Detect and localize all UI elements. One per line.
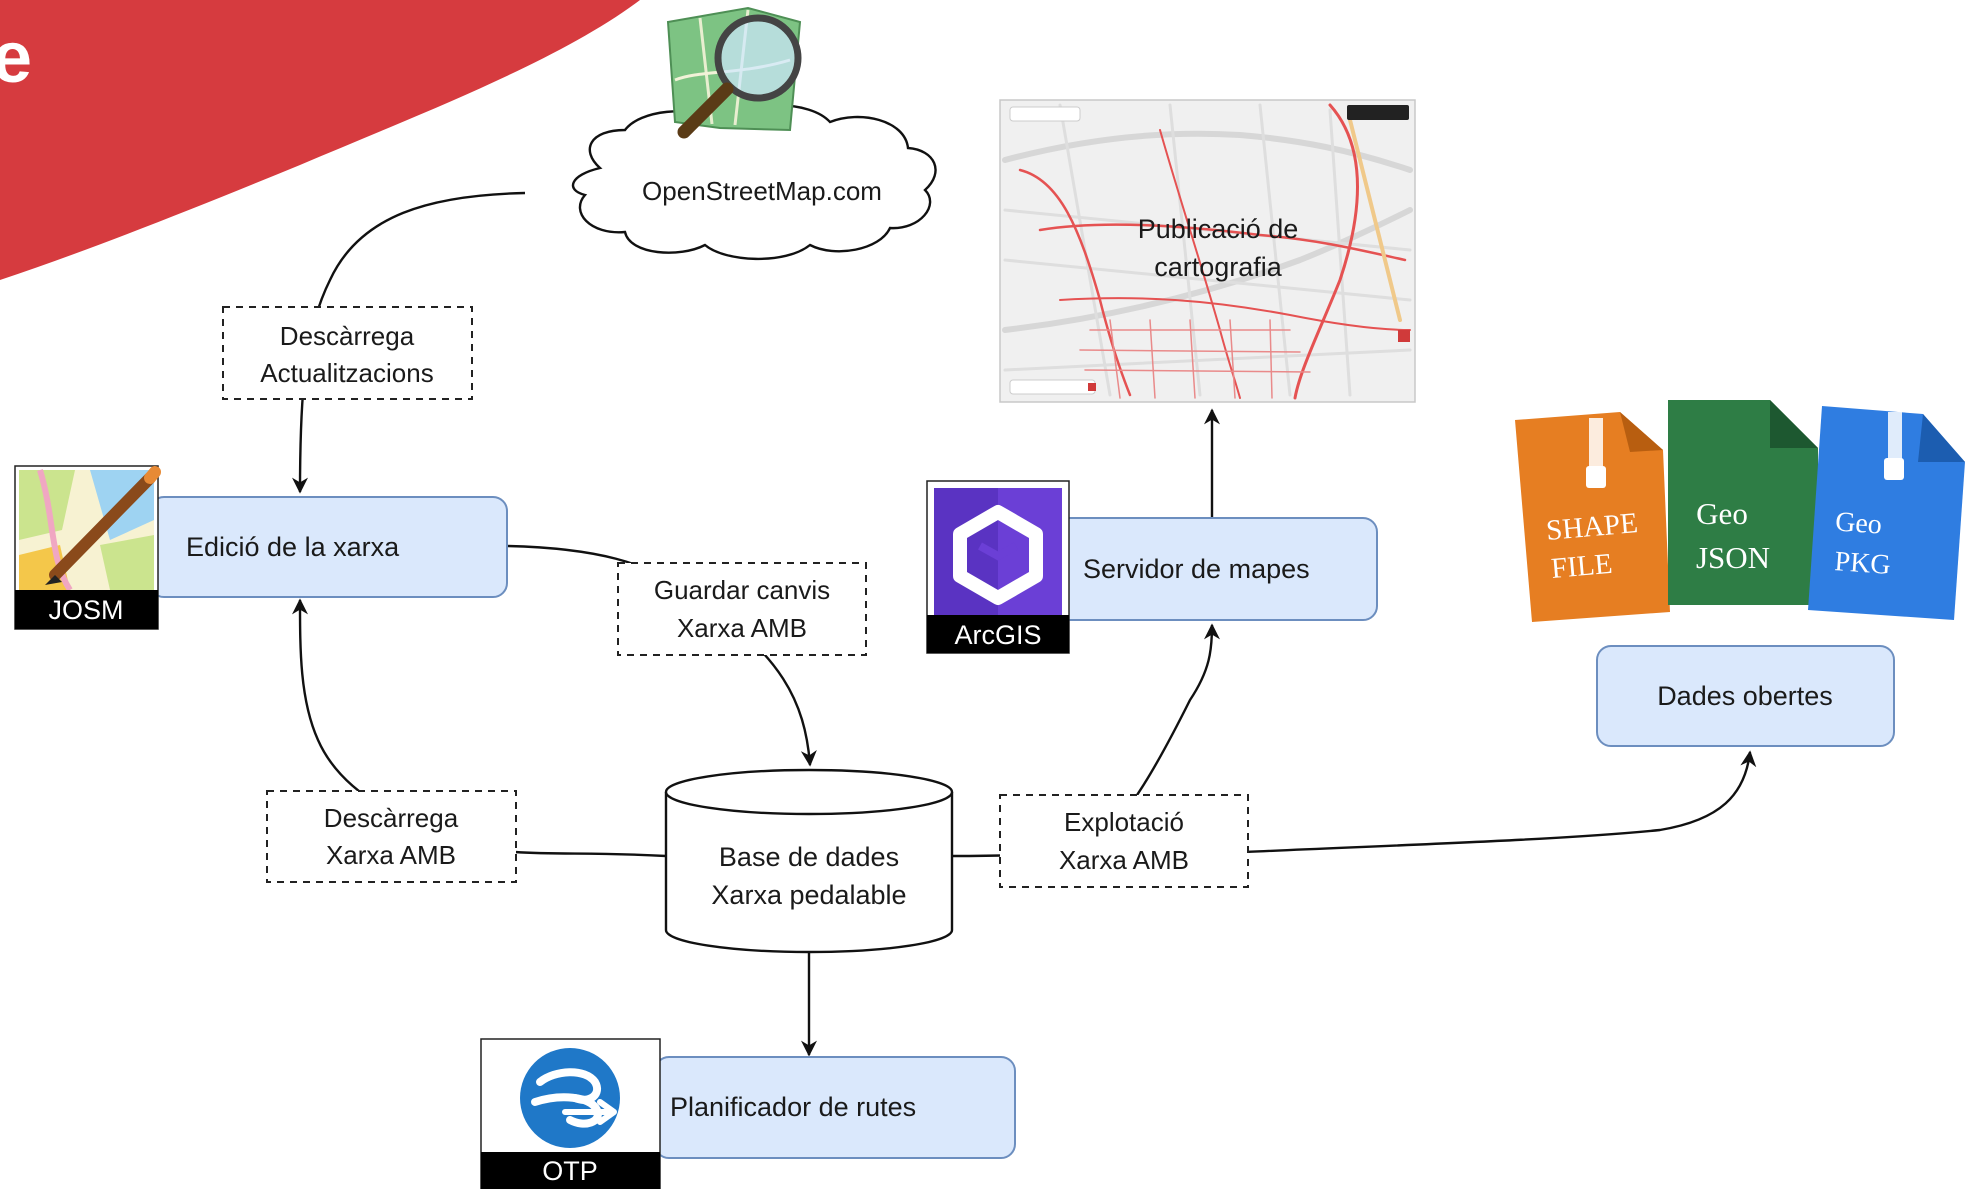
josm-logo-label: JOSM <box>48 595 123 625</box>
map-streets <box>1002 103 1413 400</box>
database-label-line1: Base de dades <box>719 842 899 872</box>
geojson-label-line1: Geo <box>1696 496 1748 531</box>
node-dades-obertes-label: Dades obertes <box>1657 681 1833 711</box>
node-edicio-label: Edició de la xarxa <box>186 532 400 562</box>
arcgis-logo: ArcGIS <box>926 480 1070 654</box>
shapefile-label-line1: SHAPE <box>1545 507 1639 547</box>
map-publication-thumbnail[interactable]: Publicació de cartografia <box>999 99 1416 403</box>
edge-label-descarrega-actualitzacions: Descàrrega Actualitzacions <box>222 306 473 400</box>
node-planificador-de-rutes[interactable]: Planificador de rutes <box>654 1056 1016 1159</box>
edge-label-explotacio: Explotació Xarxa AMB <box>999 794 1249 888</box>
geopkg-file-icon: Geo PKG <box>1808 406 1965 620</box>
edge-label-line2: Xarxa AMB <box>677 613 807 643</box>
geopkg-label-line2: PKG <box>1834 546 1892 581</box>
magnifier-map-icon <box>666 6 802 139</box>
corner-banner-letter: e <box>0 18 32 98</box>
edge-label-line1: Explotació <box>1064 807 1184 837</box>
edge-label-descarrega-xarxa: Descàrrega Xarxa AMB <box>266 790 517 883</box>
arcgis-logo-label: ArcGIS <box>954 620 1041 650</box>
edge-label-line1: Descàrrega <box>324 803 459 833</box>
edge-label-line1: Descàrrega <box>280 321 415 351</box>
edge-label-line2: Actualitzacions <box>260 358 433 388</box>
josm-logo: JOSM <box>14 465 161 630</box>
geojson-file-icon: Geo JSON <box>1668 400 1818 605</box>
geojson-label-line2: JSON <box>1696 540 1770 575</box>
shapefile-label-line2: FILE <box>1550 548 1614 585</box>
node-servidor-label: Servidor de mapes <box>1083 554 1310 584</box>
publicacio-label-line1: Publicació de <box>1138 214 1299 244</box>
node-servidor-de-mapes[interactable]: Servidor de mapes <box>1054 517 1378 621</box>
node-edicio-de-la-xarxa[interactable]: Edició de la xarxa <box>149 496 508 598</box>
publicacio-label-line2: cartografia <box>1154 252 1283 282</box>
node-base-de-dades[interactable]: Base de dades Xarxa pedalable <box>664 768 954 954</box>
edge-label-guardar-canvis: Guardar canvis Xarxa AMB <box>617 562 867 656</box>
edge-label-line2: Xarxa AMB <box>326 840 456 870</box>
openstreetmap-label: OpenStreetMap.com <box>642 176 882 206</box>
connector-osm-to-edicio <box>292 191 526 494</box>
otp-logo-label: OTP <box>542 1156 598 1186</box>
otp-logo: OTP <box>480 1038 661 1189</box>
connector-explotacio-to-dades-obertes <box>1244 750 1757 854</box>
openstreetmap-cloud[interactable]: OpenStreetMap.com <box>571 104 937 261</box>
geopkg-label-line1: Geo <box>1834 506 1883 540</box>
shapefile-file-icon: SHAPE FILE <box>1515 412 1670 622</box>
database-label-line2: Xarxa pedalable <box>711 880 906 910</box>
node-planificador-label: Planificador de rutes <box>670 1092 916 1122</box>
edge-label-line1: Guardar canvis <box>654 575 830 605</box>
node-dades-obertes[interactable]: Dades obertes <box>1596 645 1895 747</box>
edge-label-line2: Xarxa AMB <box>1059 845 1189 875</box>
corner-banner: e <box>0 0 640 280</box>
